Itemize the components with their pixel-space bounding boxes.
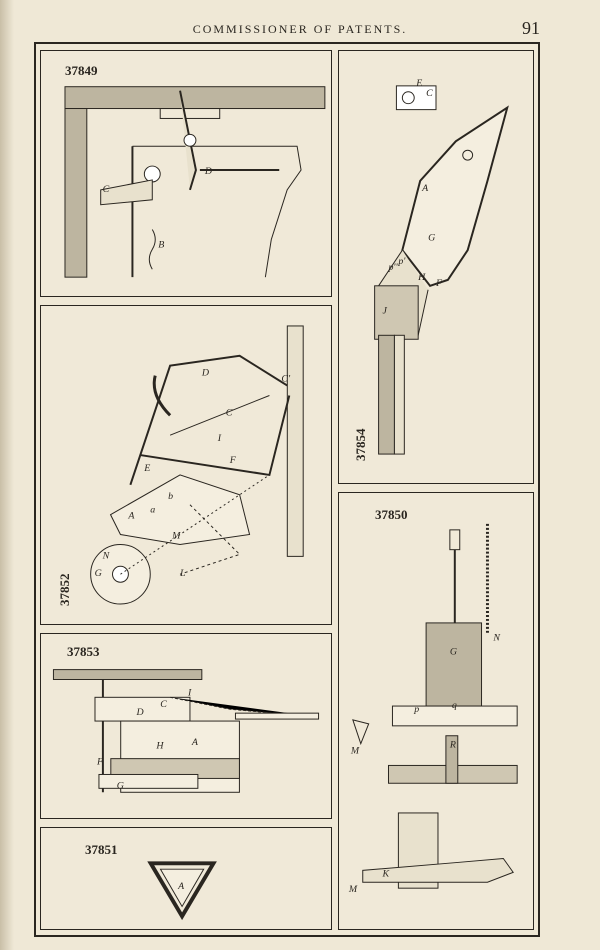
figure-letter: C [226, 407, 233, 418]
figure-panel-37849: 37849 D C B [40, 50, 332, 297]
figure-letter: F [96, 757, 104, 768]
figure-number: 37851 [85, 842, 118, 857]
figure-letter: H [417, 272, 426, 283]
figure-letter: G [450, 647, 457, 658]
figure-letter: N [492, 633, 501, 644]
figure-letter: E [415, 78, 422, 89]
figure-letter: H [155, 741, 164, 752]
figure-letter: N [102, 550, 111, 561]
figure-letter: F [435, 278, 443, 289]
figure-drawing-37849: D C B [64, 86, 326, 278]
figure-letter: G [95, 568, 102, 579]
figure-letter: G [117, 780, 124, 791]
figure-letter: A [191, 737, 199, 748]
figure-letter: p [413, 704, 419, 715]
figure-letter: q [452, 700, 457, 711]
figure-letter: A [421, 183, 429, 194]
figure-panel-37852: 37852 D C' I C F E A M N G L a b [40, 305, 332, 625]
figure-letter: a [150, 505, 155, 516]
figure-letter: K [382, 868, 391, 879]
figure-letter: B [158, 239, 164, 250]
plates-frame [34, 42, 540, 937]
figure-panel-37854: 37854 E C A G F J p' p'' H [338, 50, 534, 484]
figure-letter: b [168, 491, 173, 502]
figure-letter: I [187, 687, 192, 698]
figure-letter: C' [281, 374, 291, 385]
figure-panel-37850: 37850 G N p q M R K M [338, 492, 534, 930]
running-head: COMMISSIONER OF PATENTS. [192, 22, 408, 36]
figure-number: 37853 [67, 644, 100, 659]
figure-letter: p'' [387, 262, 398, 273]
figure-letter: D [204, 166, 212, 177]
figure-letter: M [350, 746, 360, 757]
figure-letter: C [160, 699, 167, 710]
figure-drawing-37850: G N p q M R K M [348, 523, 518, 895]
figure-drawing-37854: E C A G F J p' p'' H [374, 78, 509, 455]
figure-letter: I [217, 433, 222, 444]
figure-panel-37853: 37853 I D C A H F G [40, 633, 332, 819]
figure-letter: A [177, 881, 185, 892]
figure-number: 37850 [375, 507, 408, 522]
figure-letter: M [171, 530, 181, 541]
figure-letter: G [428, 232, 435, 243]
figure-drawing-37852: D C' I C F E A M N G L a b [90, 325, 304, 605]
figure-letter: R [449, 740, 456, 751]
figure-letter: p' [397, 256, 406, 267]
figure-letter: A [127, 511, 135, 522]
figure-letter: C [426, 88, 433, 99]
figure-letter: D [201, 368, 210, 379]
page-header: COMMISSIONER OF PATENTS. 91 [0, 18, 600, 42]
figure-number: 37849 [65, 63, 98, 78]
figure-letter: M [348, 884, 358, 895]
figure-letter: F [229, 455, 237, 466]
figure-drawing-37853: I D C A H F G [52, 669, 320, 793]
figure-letter: C [103, 184, 110, 195]
page-number: 91 [522, 18, 540, 38]
figure-letter: E [143, 463, 150, 474]
page-gutter-shadow [0, 0, 14, 950]
figure-letter: L [179, 568, 186, 579]
figure-drawing-37851: A [147, 861, 217, 921]
figure-letter: D [136, 707, 144, 718]
figure-panel-37851: 37851 A [40, 827, 332, 930]
figure-letter: J [383, 306, 388, 317]
